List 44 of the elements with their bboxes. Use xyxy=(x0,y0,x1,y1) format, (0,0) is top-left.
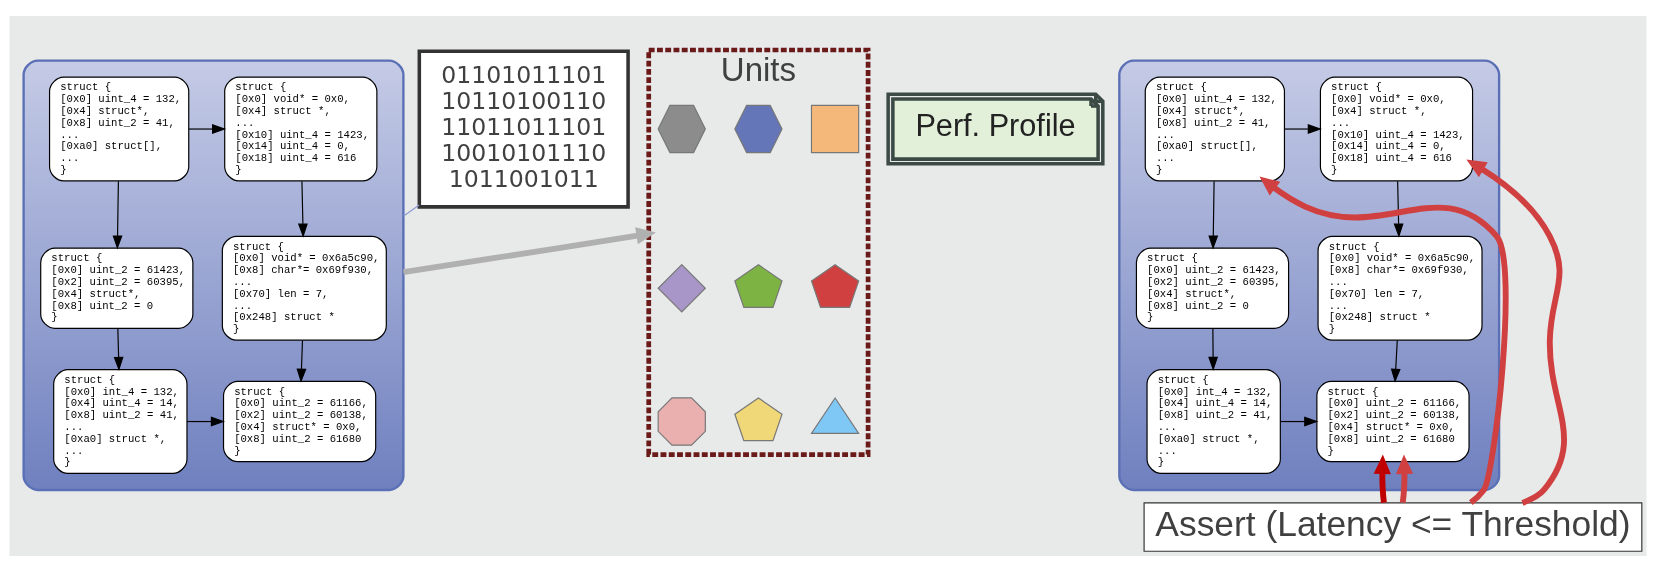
node-box: struct { [0x0] void* = 0x0, [0x4] struct *, ... [0x10] uint_4 = 1423, [0x14] uint_4 = 0, [0x18] uint_4 = 616 } xyxy=(223,76,377,182)
node-diamond xyxy=(656,263,706,313)
node-square xyxy=(810,104,859,154)
node-box: 01101011101 10110100110 11011011101 10010101110 1011001011 xyxy=(417,49,630,209)
node-box: struct { [0x0] uint_2 = 61166, [0x2] uint_2 = 60138, [0x4] struct* = 0x0, [0x8] uint_2 = 61680 } xyxy=(222,380,376,463)
node-box: struct { [0x0] uint_4 = 132, [0x4] struct*, [0x8] uint_2 = 41, ... [0xa0] struct[], ... } xyxy=(48,76,189,182)
arrow xyxy=(1258,176,1508,506)
arrow xyxy=(112,180,123,250)
node-box: struct { [0x0] void* = 0x0, [0x4] struct *, ... [0x10] uint_4 = 1423, [0x14] uint_4 = 0, [0x18] uint_4 = 616 } xyxy=(1319,76,1473,182)
node-pentagon xyxy=(733,263,783,308)
arrow xyxy=(186,416,225,427)
node-box: Assert (Latency <= Threshold) xyxy=(1143,502,1642,552)
cluster: Units xyxy=(645,47,870,457)
arrow xyxy=(187,124,226,134)
node-box: struct { [0x0] uint_4 = 132, [0x4] struct*, [0x8] uint_2 = 41, ... [0xa0] struct[], ... } xyxy=(1144,76,1285,182)
arrow xyxy=(402,227,656,275)
node-triangle xyxy=(809,396,860,434)
arrow xyxy=(1373,454,1391,504)
arrow xyxy=(113,327,124,371)
node-hexagon xyxy=(657,104,706,154)
arrow xyxy=(296,339,306,383)
node-box: struct { [0x0] void* = 0x6a5c90, [0x8] char*= 0x69f930, ... [0x70] len = 7, ... [0x248] struct * } xyxy=(1316,235,1483,341)
node-box: struct { [0x0] void* = 0x6a5c90, [0x8] char*= 0x69f930, ... [0x70] len = 7, ... [0x248] struct * } xyxy=(221,235,387,341)
node-box: struct { [0x0] uint_2 = 61166, [0x2] uint_2 = 60138, [0x4] struct* = 0x0, [0x8] uint_2 = 61680 } xyxy=(1315,380,1470,463)
cluster xyxy=(21,59,405,492)
node-blob xyxy=(657,397,706,446)
arrow xyxy=(297,180,308,238)
arrow xyxy=(1465,159,1567,506)
node-pentagon xyxy=(733,397,783,442)
arrow xyxy=(1207,327,1218,371)
cluster xyxy=(1117,59,1500,492)
node-box: struct { [0x0] int_4 = 132, [0x4] uint_4 = 14, [0x8] uint_2 = 41, ... [0xa0] struct *, ... } xyxy=(1145,369,1281,475)
arrow xyxy=(1279,416,1318,427)
node-box: struct { [0x0] int_4 = 132, [0x4] uint_4 = 14, [0x8] uint_2 = 41, ... [0xa0] struct *, ... } xyxy=(52,369,188,475)
node-hexagon xyxy=(733,104,783,154)
arrow xyxy=(1390,339,1401,383)
node-pentagon xyxy=(810,263,859,308)
arrow xyxy=(1283,124,1322,134)
arrow xyxy=(1207,180,1218,250)
arrow xyxy=(1393,180,1404,238)
arrow xyxy=(1395,454,1413,504)
connector xyxy=(402,204,420,217)
node-box: struct { [0x0] uint_2 = 61423, [0x2] uint_2 = 60395, [0x4] struct*, [0x8] uint_2 = 0 } xyxy=(39,247,193,329)
node-box: struct { [0x0] uint_2 = 61423, [0x2] uint_2 = 60395, [0x4] struct*, [0x8] uint_2 = 0 } xyxy=(1135,247,1289,329)
